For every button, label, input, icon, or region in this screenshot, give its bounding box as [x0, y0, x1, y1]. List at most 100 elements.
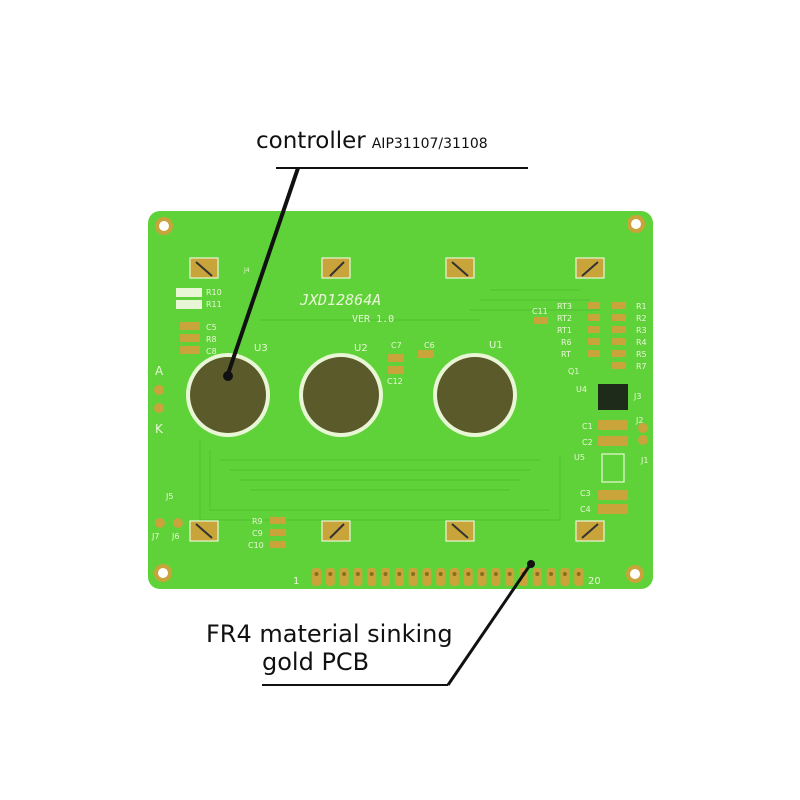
- controller-callout-pointer: [226, 167, 300, 375]
- label-r6: R6: [561, 338, 572, 347]
- connector-pin: [325, 568, 335, 586]
- label-q1: Q1: [568, 367, 579, 376]
- connector-pin: [574, 568, 584, 586]
- connector-pin-hole: [411, 572, 416, 576]
- connector-pin: [505, 568, 515, 586]
- label-r4: R4: [636, 338, 647, 347]
- connector-pin: [408, 568, 418, 586]
- label-c11: C11: [532, 307, 548, 316]
- label-r8: R8: [206, 335, 217, 344]
- label-rt2: RT2: [557, 314, 572, 323]
- connector-pin: [381, 568, 390, 586]
- connector-pin: [367, 568, 377, 586]
- connector-pin: [436, 568, 446, 586]
- board-version-text: VER 1.0: [352, 314, 394, 325]
- connector-pin-hole: [355, 572, 360, 576]
- label-j5: J5: [165, 492, 173, 501]
- label-u4: U4: [576, 385, 587, 394]
- controller-callout-label: controller AIP31107/31108: [256, 128, 488, 154]
- connector-pin-hole: [493, 572, 498, 576]
- connector-pin: [422, 568, 432, 586]
- connector-pin: [463, 568, 473, 586]
- label-cathode: K: [155, 422, 164, 436]
- controller-callout-dot: [223, 371, 233, 381]
- pcb-traces: [199, 289, 600, 521]
- label-r5: R5: [636, 350, 647, 359]
- label-c6: C6: [424, 341, 435, 350]
- label-r9: R9: [252, 517, 263, 526]
- label-c1: C1: [582, 422, 593, 431]
- chip-label-u2: U2: [354, 343, 368, 354]
- connector-pin-hole: [466, 572, 471, 576]
- connector-pin: [394, 568, 404, 586]
- label-rt1: RT1: [557, 326, 572, 335]
- connector-pin-hole: [438, 572, 443, 576]
- pcb-callout-dot: [527, 560, 535, 568]
- pcb-board: [148, 211, 653, 589]
- label-c4: C4: [580, 505, 591, 514]
- connector-pin: [450, 568, 459, 586]
- connector-pin: [532, 568, 542, 586]
- label-j7: J7: [151, 532, 159, 541]
- label-j2: J2: [635, 416, 643, 425]
- label-c12: C12: [387, 377, 403, 386]
- label-r1: R1: [636, 302, 647, 311]
- label-r10: R10: [206, 288, 222, 297]
- chip-label-u1: U1: [489, 340, 503, 351]
- label-c9: C9: [252, 529, 263, 538]
- label-c5: C5: [206, 323, 217, 332]
- connector-pin-hole: [383, 572, 388, 576]
- pcb-callout-line1: FR4 material sinking: [206, 620, 453, 648]
- connector-pin-hole: [452, 572, 457, 576]
- connector-pin-hole: [507, 572, 512, 576]
- label-anode: A: [155, 364, 164, 378]
- connector-pin: [491, 568, 501, 586]
- connector-pin-hole: [342, 572, 347, 576]
- pcb-callout-line2: gold PCB: [262, 648, 370, 676]
- label-c10: C10: [248, 541, 264, 550]
- connector-pin-hole: [397, 572, 402, 576]
- pcb-callout-pointer: [446, 564, 532, 686]
- connector-pin-hole: [480, 572, 485, 576]
- label-j3: J3: [633, 392, 641, 401]
- label-r2: R2: [636, 314, 647, 323]
- mounting-holes: [154, 215, 645, 583]
- label-r7: R7: [636, 362, 647, 371]
- label-rt: RT: [561, 350, 571, 359]
- connector-pin: [560, 568, 570, 586]
- label-c2: C2: [582, 438, 593, 447]
- connector-pin: [546, 568, 556, 586]
- pin-first-label: 1: [293, 576, 299, 587]
- connector-pin-hole: [424, 572, 429, 576]
- label-j1: J1: [640, 456, 648, 465]
- controller-text: controller: [256, 128, 366, 154]
- pin-last-label: 20: [588, 576, 601, 587]
- right-components: [588, 302, 648, 514]
- connector-pin-hole: [369, 572, 374, 576]
- left-components: [154, 288, 286, 548]
- controller-chip-text: AIP31107/31108: [371, 136, 488, 152]
- label-j6: J6: [171, 532, 179, 541]
- connector-pin-hole: [314, 572, 319, 576]
- connector-pin: [353, 568, 363, 586]
- connector-pin-hole: [562, 572, 567, 576]
- connector-pin: [477, 568, 487, 586]
- label-rt3: RT3: [557, 302, 572, 311]
- connector-pin: [312, 568, 321, 586]
- connector-pin: [339, 568, 349, 586]
- label-c3: C3: [580, 489, 591, 498]
- solder-tab-marks: [195, 261, 599, 539]
- chip-label-u3: U3: [254, 343, 268, 354]
- label-c8: C8: [206, 347, 217, 356]
- label-j4: J4: [243, 267, 250, 274]
- label-u5: U5: [574, 453, 585, 462]
- connector-pin-hole: [549, 572, 554, 576]
- label-r11: R11: [206, 300, 222, 309]
- chip-blobs: [186, 353, 517, 437]
- connector-pin-hole: [576, 572, 581, 576]
- connector-pin-hole: [535, 572, 540, 576]
- label-r3: R3: [636, 326, 647, 335]
- connector-pin-hole: [328, 572, 333, 576]
- board-model-text: JXD12864A: [299, 291, 381, 309]
